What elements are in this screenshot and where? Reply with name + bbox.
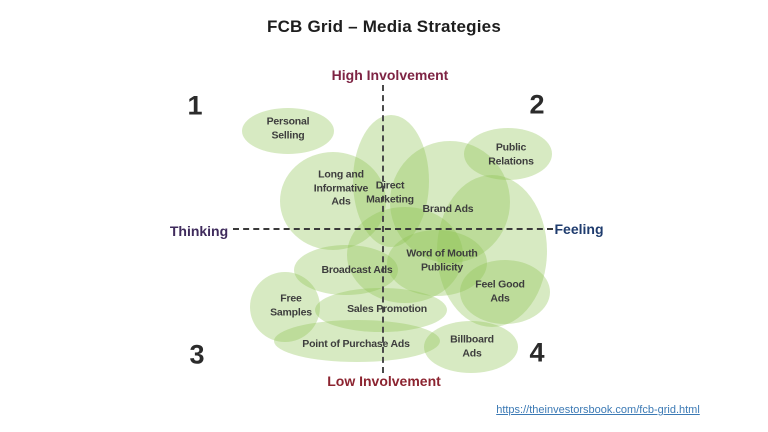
bubble-sales-promotion (315, 288, 447, 332)
label-point-of-purchase-ads: Point of Purchase Ads (302, 338, 410, 351)
bubble-center-cluster (347, 207, 463, 303)
label-brand-ads: Brand Ads (422, 203, 474, 216)
quadrant-number-4: 4 (529, 337, 545, 368)
bubble-direct-marketing (353, 115, 429, 247)
label-long-informative-ads: Long and Informative Ads (313, 168, 369, 208)
source-url-link[interactable]: https://theinvestorsbook.com/fcb-grid.ht… (496, 404, 700, 416)
quadrant-number-2: 2 (529, 89, 545, 120)
bubble-broadcast-ads (294, 245, 398, 295)
label-sales-promotion: Sales Promotion (347, 303, 427, 316)
thinking-feeling-axis-line (233, 228, 553, 230)
axis-label-feeling: Feeling (554, 221, 604, 237)
bubble-feel-good (460, 260, 550, 324)
bubble-personal-selling (242, 108, 334, 154)
label-direct-marketing: Direct Marketing (366, 179, 414, 205)
page-title: FCB Grid – Media Strategies (266, 17, 501, 36)
bubble-brand-ads (390, 141, 510, 263)
quadrant-number-1: 1 (187, 90, 203, 121)
axis-label-thinking: Thinking (169, 223, 229, 239)
bubble-right-cluster (437, 175, 547, 327)
bubble-word-of-mouth (387, 230, 487, 296)
label-public-relations: Public Relations (488, 141, 534, 167)
bubble-public-relations (464, 128, 552, 180)
bubble-billboard-ads (424, 321, 518, 373)
label-billboard-ads: Billboard Ads (450, 333, 494, 359)
label-free-samples: Free Samples (270, 292, 312, 318)
label-personal-selling: Personal Selling (266, 115, 310, 141)
label-word-of-mouth-publicity: Word of Mouth Publicity (406, 247, 478, 273)
axis-label-high-involvement: High Involvement (331, 67, 449, 83)
bubble-free-samples (250, 272, 320, 342)
axis-label-low-involvement: Low Involvement (327, 373, 441, 389)
bubble-long-informative (280, 152, 386, 250)
label-feel-good-ads: Feel Good Ads (475, 278, 525, 304)
quadrant-number-3: 3 (189, 339, 205, 370)
bubble-point-of-purchase (274, 320, 440, 362)
label-broadcast-ads: Broadcast Ads (321, 264, 393, 277)
